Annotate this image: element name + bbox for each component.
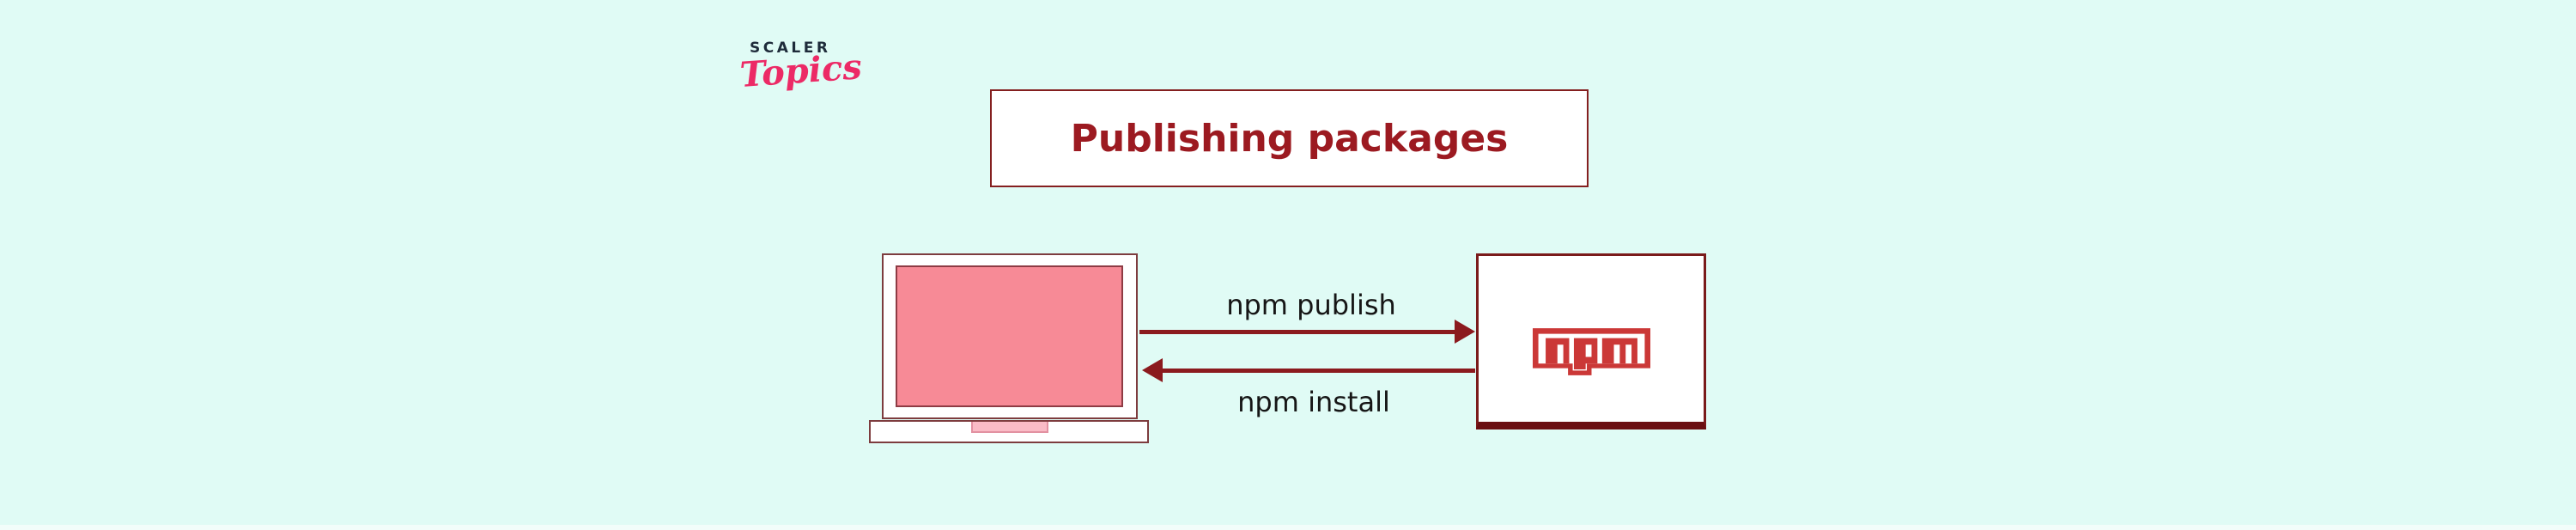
- npm-registry-node: [1476, 253, 1706, 429]
- arrow-right-icon: [1455, 320, 1475, 344]
- topics-wordmark: Topics: [738, 46, 864, 95]
- laptop-screen: [896, 265, 1123, 407]
- npm-publish-arrow-line: [1139, 330, 1456, 334]
- page-title: Publishing packages: [1070, 116, 1509, 161]
- npm-install-arrow-line: [1163, 369, 1475, 373]
- scaler-wordmark: SCALER: [750, 40, 831, 57]
- scaler-topics-logo: SCALER Topics: [738, 40, 869, 95]
- laptop-notch: [971, 422, 1048, 433]
- npm-install-label: npm install: [1237, 386, 1390, 418]
- laptop-base: [869, 420, 1149, 443]
- bottom-edge-strip: [0, 525, 2576, 530]
- arrow-left-icon: [1142, 358, 1163, 382]
- npm-logo-icon: [1533, 328, 1650, 375]
- title-box: Publishing packages: [990, 89, 1589, 187]
- laptop-node: [882, 253, 1138, 419]
- npm-publish-label: npm publish: [1226, 289, 1396, 321]
